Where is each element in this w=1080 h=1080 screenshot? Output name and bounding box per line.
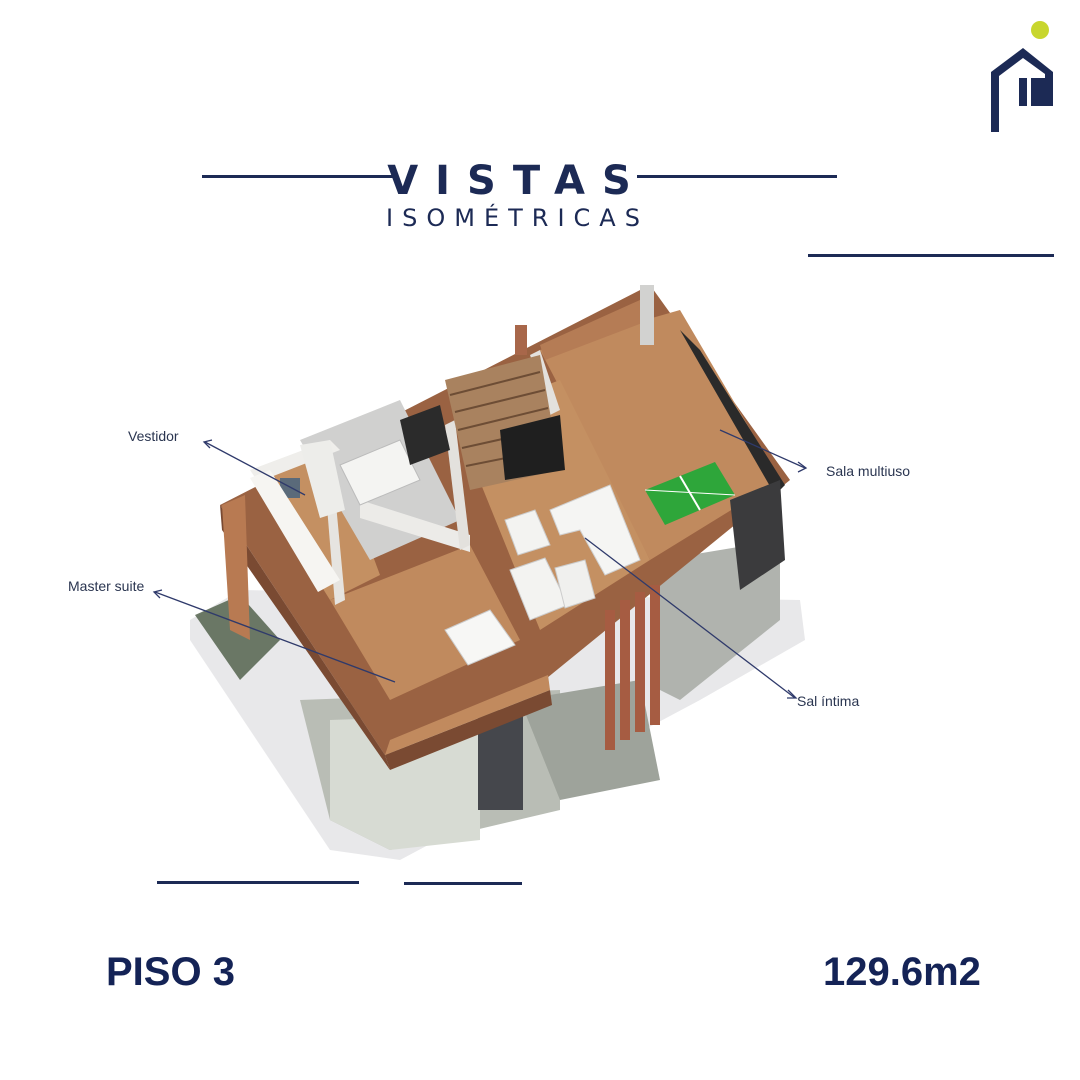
footer-rule-left bbox=[157, 881, 359, 884]
callout-master-suite: Master suite bbox=[68, 578, 145, 594]
header-rule-right bbox=[637, 175, 837, 178]
callout-sala-intima: Sal íntima bbox=[797, 693, 860, 709]
house-logo-icon bbox=[991, 21, 1053, 132]
callout-sala-multiuso: Sala multiuso bbox=[826, 463, 911, 479]
header-rule-right-lower bbox=[808, 254, 1054, 257]
page-title: VISTAS bbox=[387, 158, 648, 204]
header-rule-left bbox=[202, 175, 396, 178]
floor-number: PISO 3 bbox=[106, 950, 235, 994]
footer-rule-right bbox=[404, 882, 522, 885]
callout-vestidor: Vestidor bbox=[128, 428, 179, 444]
page-subtitle: ISOMÉTRICAS bbox=[386, 204, 649, 232]
floor-area: 129.6m2 bbox=[823, 950, 981, 994]
